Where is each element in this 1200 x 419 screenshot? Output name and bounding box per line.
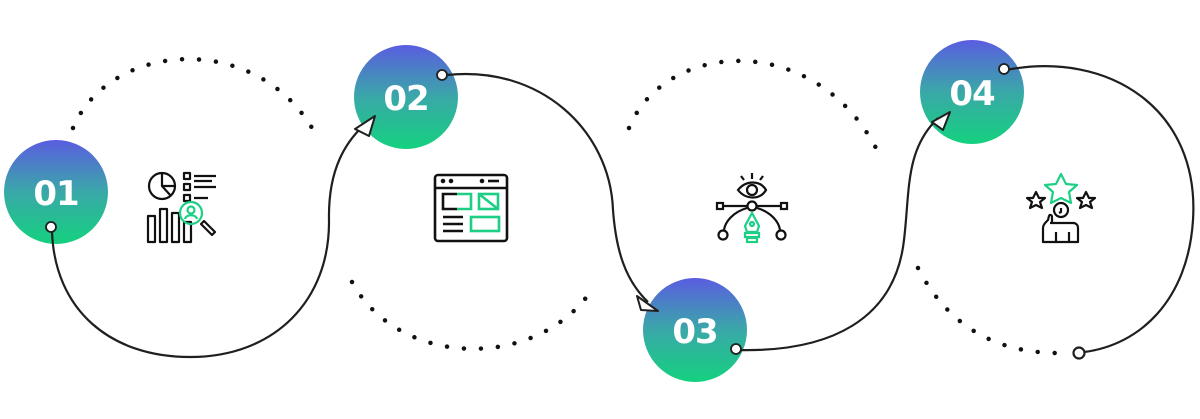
step-number: 02 [383,79,428,119]
web-layout-wireframe-icon [433,173,509,243]
step-number: 04 [949,74,995,114]
step-number: 03 [672,312,717,352]
connector-4-end [1005,65,1195,354]
node-start-03 [730,343,742,355]
node-start-01 [45,221,57,233]
arrow-to-04 [931,111,951,131]
connector-lines [50,65,1195,359]
design-vision-pen-tool-icon [715,173,789,244]
dotted-arc-2 [349,279,596,351]
arrow-to-02 [354,115,376,137]
analytics-search-user-icon [146,171,217,244]
arrowheads [354,111,951,312]
step-number: 01 [33,174,78,214]
dotted-arc-3 [626,58,880,153]
node-end [1072,346,1086,360]
connector-3-4 [738,117,939,352]
dotted-arc-1 [70,56,319,138]
dotted-arc-4 [915,265,1058,356]
step-circle-03: 03 [643,278,747,382]
step-circle-04: 04 [920,40,1024,144]
connector-nodes [45,63,1086,360]
connector-1-2 [50,119,371,359]
arrow-to-03 [636,295,659,312]
step-circle-01: 01 [4,140,108,244]
connector-2-3 [446,72,649,303]
node-start-02 [436,69,448,81]
step-circle-02: 02 [354,45,458,149]
customer-rating-stars-icon [1025,172,1097,244]
node-start-04 [998,63,1010,75]
